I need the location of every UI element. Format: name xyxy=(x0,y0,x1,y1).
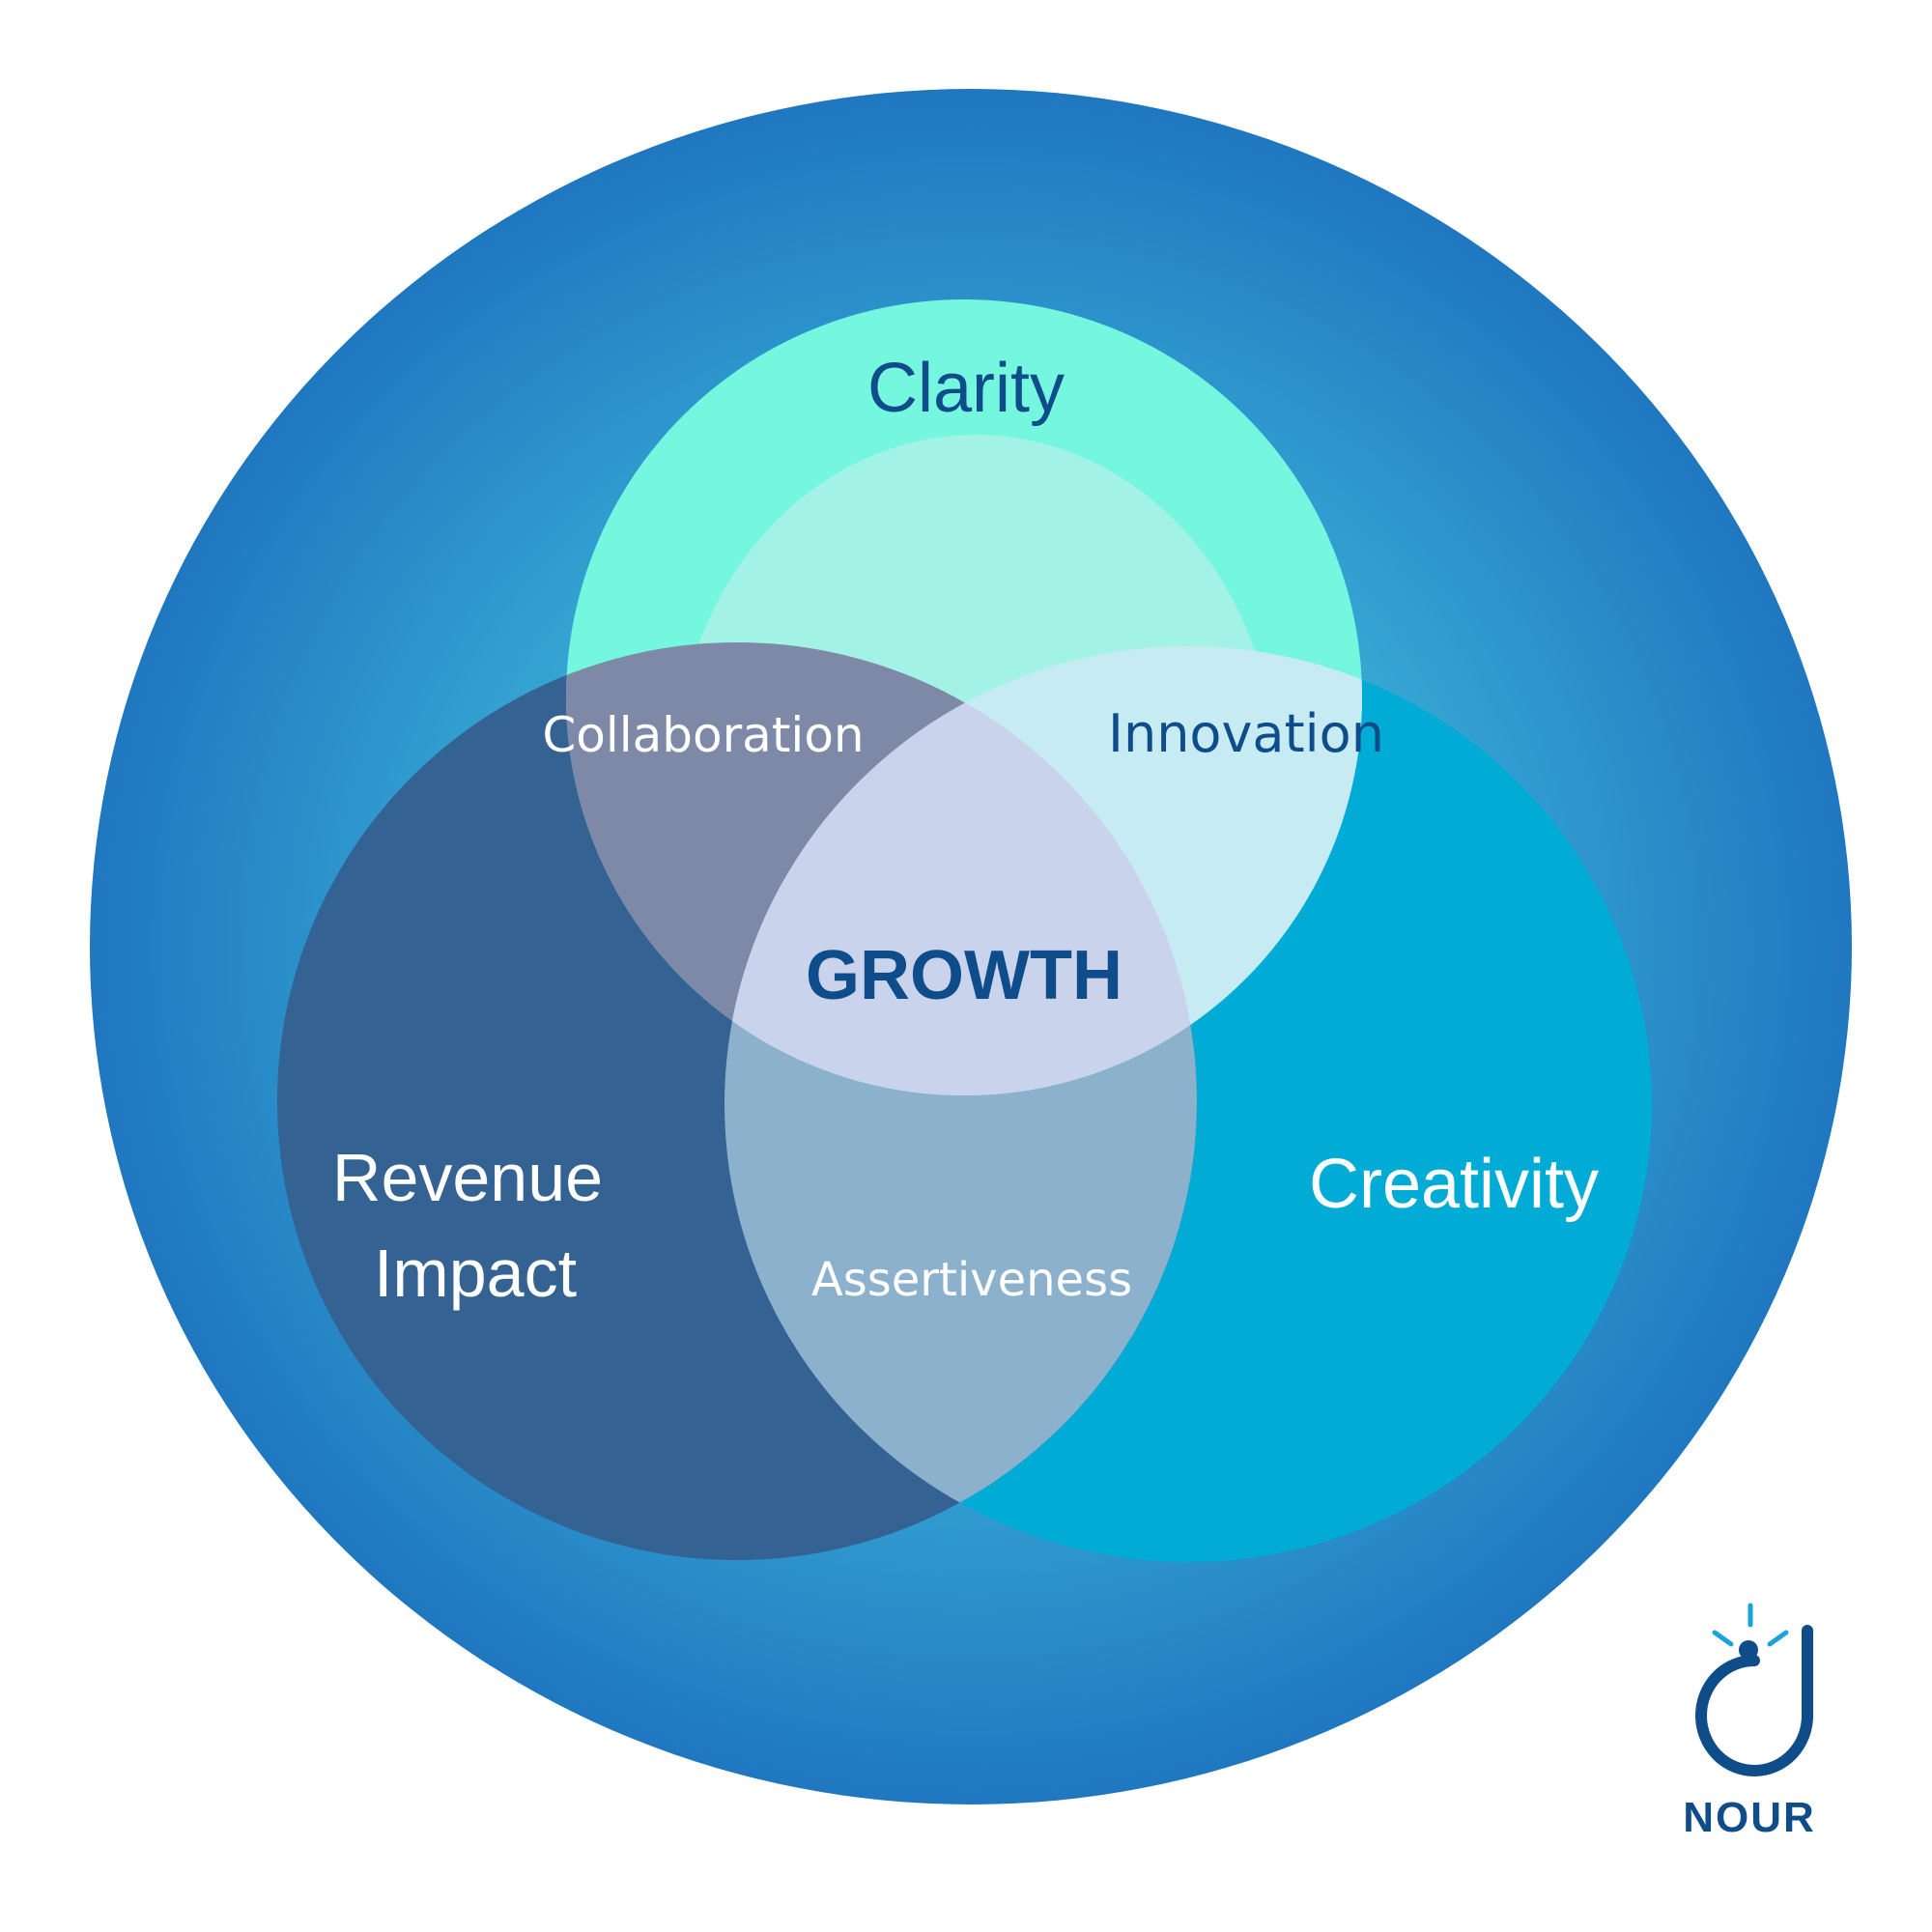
collaboration-label: Collaboration xyxy=(542,707,864,763)
nour-logo: NOUR xyxy=(1683,1603,1816,1841)
creativity-label: Creativity xyxy=(1309,1146,1599,1223)
growth-label: GROWTH xyxy=(806,937,1122,1014)
revenue-label-line2: Impact xyxy=(374,1236,577,1311)
growth-overlap xyxy=(724,646,1197,1095)
assertiveness-label: Assertiveness xyxy=(811,1253,1132,1307)
lightbulb-icon xyxy=(1695,1603,1814,1776)
nour-logo-text: NOUR xyxy=(1683,1794,1816,1841)
innovation-label: Innovation xyxy=(1108,703,1384,764)
revenue-label-line1: Revenue xyxy=(332,1140,603,1215)
clarity-label: Clarity xyxy=(867,350,1065,427)
